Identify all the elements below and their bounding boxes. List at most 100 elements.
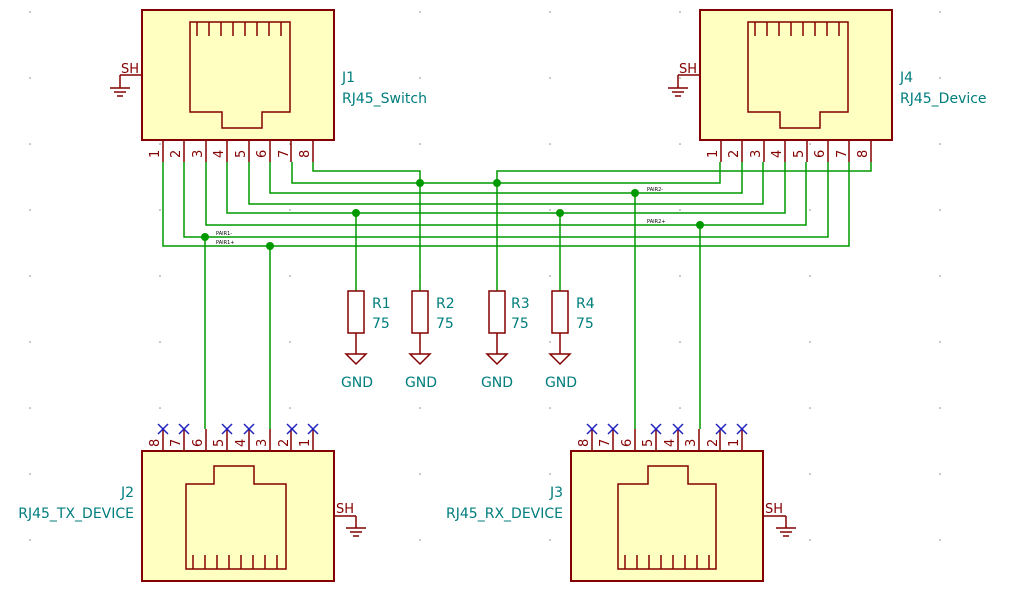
grid-dot <box>29 11 31 13</box>
j2-shield-label: SH <box>336 502 354 517</box>
grid-dot <box>549 275 551 277</box>
junction <box>201 233 209 241</box>
grid-dot <box>289 407 291 409</box>
j2-pin-2: 2 <box>277 439 292 447</box>
r3-value: 75 <box>511 316 529 332</box>
junction <box>266 242 274 250</box>
j2-pin-7: 7 <box>169 439 184 447</box>
grid-dot <box>939 407 941 409</box>
r4-body <box>551 290 569 334</box>
j3-pin-numbers: 8 7 6 5 4 3 2 1 <box>577 439 742 447</box>
grid-dot <box>939 473 941 475</box>
r4-gnd-icon <box>548 353 572 366</box>
grid-dot <box>159 275 161 277</box>
j2-body <box>141 450 335 582</box>
j2-pin-1: 1 <box>298 439 313 447</box>
resistor-r3[interactable]: R3 75 GND <box>481 290 530 391</box>
junction <box>416 179 424 187</box>
grid-dot <box>549 209 551 211</box>
wire-j1p3-j4p6 <box>205 162 807 226</box>
r2-gnd-icon <box>408 353 432 366</box>
wire-j1p1-j4p8 <box>162 162 850 247</box>
grid-dot <box>549 77 551 79</box>
j3-pin-8: 8 <box>577 439 592 447</box>
no-connect-icon <box>221 423 233 435</box>
j3-pin-3: 3 <box>684 439 699 447</box>
grid-dot <box>939 539 941 541</box>
j4-pin-4: 4 <box>770 150 785 158</box>
grid-dot <box>549 473 551 475</box>
j4-pin-1: 1 <box>706 150 721 158</box>
j3-pin-lines <box>591 429 743 451</box>
resistor-r4[interactable]: R4 75 GND <box>545 290 595 391</box>
grid-dot <box>939 341 941 343</box>
grid-dot <box>159 341 161 343</box>
j3-pin-2: 2 <box>706 439 721 447</box>
j1-pin-2: 2 <box>169 150 184 158</box>
junction <box>493 179 501 187</box>
connector-j1[interactable]: 1 2 3 4 5 6 7 8 SH J1 RJ45_Switch <box>110 9 427 162</box>
j2-pin-numbers: 8 7 6 5 4 3 2 1 <box>148 439 313 447</box>
r4-gnd-label: GND <box>545 375 577 391</box>
grid-dot <box>679 275 681 277</box>
j3-shield-ground-icon <box>776 516 796 537</box>
j1-shield-label: SH <box>121 62 139 77</box>
grid-dot <box>679 209 681 211</box>
grid-dot <box>419 473 421 475</box>
j4-pin-7: 7 <box>835 150 850 158</box>
j1-pin-numbers: 1 2 3 4 5 6 7 8 <box>148 150 313 158</box>
no-connect-icon <box>736 423 748 435</box>
net-label-pair1-plus: PAIR1+ <box>216 240 234 246</box>
j2-value: RJ45_TX_DEVICE <box>18 506 134 522</box>
r3-ref: R3 <box>511 296 530 312</box>
j1-body <box>141 9 335 141</box>
j4-contacts <box>754 22 840 36</box>
j1-value: RJ45_Switch <box>342 91 427 107</box>
grid-dot <box>809 473 811 475</box>
net-label-pair2-plus: PAIR2+ <box>647 219 665 225</box>
j2-pin-5: 5 <box>212 439 227 447</box>
j3-pin-4: 4 <box>663 439 678 447</box>
grid-dot <box>939 11 941 13</box>
grid-dot <box>679 341 681 343</box>
j3-shield-label: SH <box>765 502 783 517</box>
junctions <box>201 179 704 250</box>
grid-dot <box>939 143 941 145</box>
junction <box>696 221 704 229</box>
j2-pin-3: 3 <box>255 439 270 447</box>
wire-j1p6-j4p3 <box>269 162 743 194</box>
j4-ref: J4 <box>899 70 913 86</box>
grid-dot <box>29 539 31 541</box>
no-connect-icon <box>178 423 190 435</box>
junction <box>556 209 564 217</box>
j2-jack-outline <box>185 465 287 570</box>
j1-pin-5: 5 <box>234 150 249 158</box>
j3-jack-outline <box>617 465 717 570</box>
resistor-r2[interactable]: R2 75 GND <box>405 290 455 391</box>
no-connect-icon <box>243 423 255 435</box>
resistor-r1[interactable]: R1 75 GND <box>341 290 391 391</box>
grid-dot <box>809 143 811 145</box>
grid-dot <box>29 407 31 409</box>
j4-jack-outline <box>747 21 849 129</box>
j4-pin-numbers: 1 2 3 4 5 6 7 8 <box>706 150 871 158</box>
grid-dot <box>549 11 551 13</box>
j1-contacts <box>196 22 282 36</box>
no-connect-markers <box>157 423 748 435</box>
no-connect-icon <box>157 423 169 435</box>
j1-pin-4: 4 <box>212 150 227 158</box>
grid-dot <box>419 407 421 409</box>
grid-dot <box>939 275 941 277</box>
connector-j3[interactable]: 8 7 6 5 4 3 2 1 SH J3 RJ45_RX_DEVICE <box>446 429 796 582</box>
connector-j2[interactable]: 8 7 6 5 4 3 2 1 SH J2 RJ45_TX_DEVICE <box>18 429 366 582</box>
j2-contacts <box>192 555 278 569</box>
grid-dot <box>29 275 31 277</box>
grid-dot <box>289 275 291 277</box>
connector-j4[interactable]: 1 2 3 4 5 6 7 8 SH J4 RJ45_Device <box>668 9 987 162</box>
j1-pin-8: 8 <box>298 150 313 158</box>
r2-gnd-label: GND <box>405 375 437 391</box>
j1-ref: J1 <box>341 70 355 86</box>
j3-ref: J3 <box>549 485 563 501</box>
grid-dot <box>809 407 811 409</box>
j2-pin-6: 6 <box>191 439 206 447</box>
